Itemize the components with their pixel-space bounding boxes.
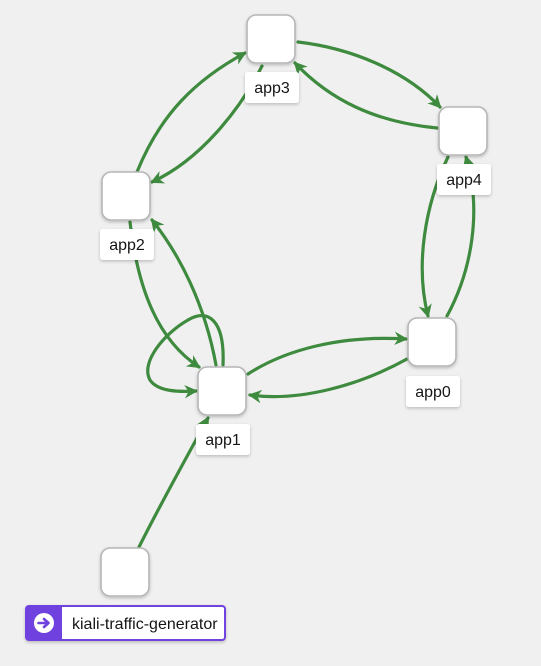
node-label-text: app2 bbox=[109, 237, 145, 254]
node-box[interactable] bbox=[101, 171, 151, 221]
node-label-text: app4 bbox=[446, 172, 482, 189]
node-label-text: app3 bbox=[254, 80, 290, 97]
node-app1[interactable]: app1 bbox=[196, 366, 250, 455]
node-label-text: kiali-traffic-generator bbox=[72, 616, 218, 633]
node-box[interactable] bbox=[246, 14, 296, 64]
node-label: app1 bbox=[196, 424, 250, 455]
node-box[interactable] bbox=[407, 317, 457, 367]
node-app0[interactable]: app0 bbox=[406, 317, 460, 407]
node-app4[interactable]: app4 bbox=[437, 106, 491, 195]
edge-app3-to-app4[interactable] bbox=[296, 40, 442, 109]
node-label: app2 bbox=[100, 229, 154, 260]
node-kiali-traffic-generator[interactable]: kiali-traffic-generator bbox=[25, 547, 226, 641]
edge-app1-to-app0[interactable] bbox=[246, 331, 409, 376]
arrow-circle-right-icon bbox=[34, 613, 54, 633]
node-label: app4 bbox=[437, 164, 491, 195]
node-box[interactable] bbox=[197, 366, 247, 416]
edge-app4-to-app3[interactable] bbox=[293, 61, 439, 130]
generator-label: kiali-traffic-generator bbox=[25, 605, 226, 641]
edge-app0-to-app1[interactable] bbox=[248, 357, 409, 404]
node-app3[interactable]: app3 bbox=[245, 14, 299, 103]
node-label-text: app1 bbox=[205, 432, 241, 449]
node-app2[interactable]: app2 bbox=[100, 171, 154, 260]
edge-app1-to-app1-self[interactable] bbox=[146, 314, 225, 399]
edge-app1-to-app2[interactable] bbox=[150, 218, 218, 367]
edge-app2-to-app3[interactable] bbox=[135, 51, 247, 174]
node-label: app0 bbox=[406, 376, 460, 407]
node-label-text: app0 bbox=[415, 384, 451, 401]
node-box[interactable] bbox=[438, 106, 488, 156]
node-label: app3 bbox=[245, 72, 299, 103]
node-box[interactable] bbox=[100, 547, 150, 597]
edges bbox=[128, 40, 476, 549]
